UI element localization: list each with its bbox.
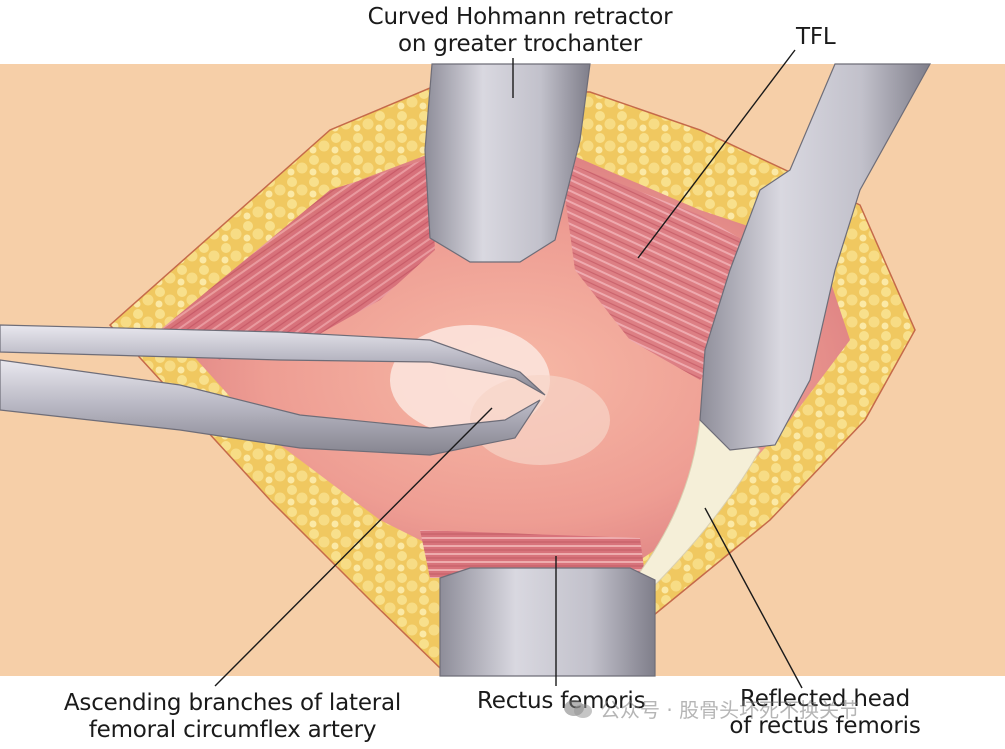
label-artery-line2: femoral circumflex artery xyxy=(88,717,377,743)
label-rectus-femoris: Rectus femoris xyxy=(477,688,646,714)
label-tfl: TFL xyxy=(796,24,836,50)
leader-tfl xyxy=(637,49,796,259)
leader-lines xyxy=(214,49,803,689)
label-lateral-femoral-circumflex-artery: Ascending branches of lateral femoral ci… xyxy=(30,690,435,744)
right-retractor xyxy=(699,63,932,451)
forceps-lower-jaw xyxy=(0,359,541,456)
label-reflected-head-rectus-femoris: Reflected head of rectus femoris xyxy=(720,686,930,740)
watermark: 公众号 · 股骨头坏死不换关节 xyxy=(562,694,859,723)
tfl-muscle xyxy=(560,160,760,380)
wechat-icon xyxy=(564,700,592,718)
watermark-text: 公众号 · 股骨头坏死不换关节 xyxy=(600,698,860,722)
rectus-femoris-muscle xyxy=(420,530,645,578)
label-curved-hohmann-retractor: Curved Hohmann retractor on greater troc… xyxy=(300,4,740,58)
label-retractor-line2: on greater trochanter xyxy=(397,31,643,57)
capsule-highlight xyxy=(470,375,610,465)
bottom-retractor xyxy=(439,567,656,677)
label-reflected-line2: of rectus femoris xyxy=(729,713,921,739)
label-artery-line1: Ascending branches of lateral xyxy=(63,690,402,716)
leader-artery xyxy=(214,407,493,687)
label-reflected-line1: Reflected head xyxy=(739,686,911,712)
label-retractor-line1: Curved Hohmann retractor xyxy=(367,4,673,30)
forceps-upper-jaw xyxy=(0,324,546,396)
leader-reflected-head xyxy=(704,507,803,689)
left-muscle xyxy=(160,158,435,360)
top-hohmann-retractor xyxy=(424,63,591,263)
